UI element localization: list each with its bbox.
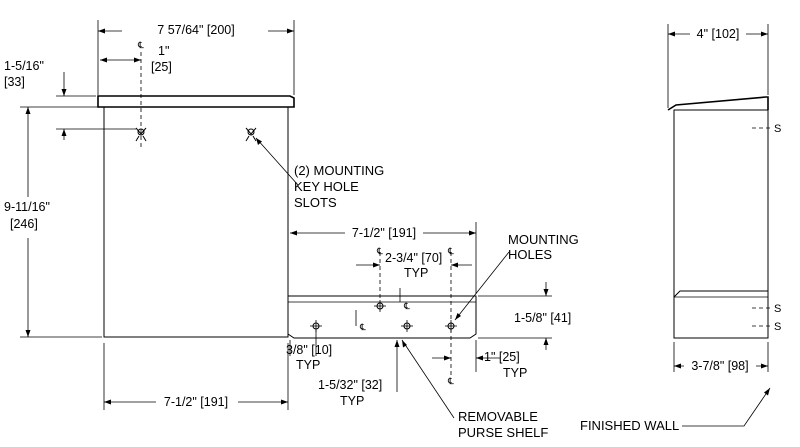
dim-hole-edge-left-typ: TYP: [296, 358, 320, 372]
front-lid: [97, 95, 295, 108]
dim-hole-vertical: [394, 340, 400, 392]
dim-hole-vertical-text: 1-5/32" [32]: [318, 378, 382, 392]
dim-hole-spacing-text: 2-3/4" [70]: [385, 251, 442, 265]
leader-key-slots: [255, 137, 299, 186]
callout-key-slots-1: (2) MOUNTING: [294, 163, 384, 178]
side-view: [667, 96, 769, 339]
dim-shelf-height-text: 1-5/8" [41]: [514, 311, 571, 325]
leader-mounting-holes: [454, 251, 510, 321]
dim-overall-width-text: 7 57/64" [200]: [157, 23, 234, 37]
dim-top-offset: [56, 72, 136, 140]
side-shelf-bend: [673, 290, 768, 298]
dim-centerline-offset: [100, 57, 141, 63]
dim-hole-edge-left-text: 3/8" [10]: [286, 343, 332, 357]
callout-key-slots-2: KEY HOLE: [294, 179, 359, 194]
front-view: [97, 95, 477, 339]
dim-shelf-width: [290, 222, 477, 294]
leader-finished-wall: [682, 387, 771, 427]
stud-label-1: S: [774, 123, 781, 135]
purse-shelf: [287, 295, 477, 339]
front-body: [103, 106, 289, 338]
key-hole-slot-right: [245, 127, 257, 142]
side-body: [673, 109, 769, 339]
side-lid: [667, 96, 769, 111]
dim-side-shelf-depth: [673, 342, 769, 374]
callout-key-slots-3: SLOTS: [294, 195, 337, 210]
callout-purse-shelf-2: PURSE SHELF: [458, 425, 548, 440]
centerline-symbol-hole-2: ℄: [447, 246, 454, 256]
dim-hole-edge-right: [432, 340, 500, 372]
dim-height: [20, 106, 102, 338]
dim-hole-edge-right-text: 1" [25]: [484, 350, 520, 364]
dim-hole-spacing-typ: TYP: [404, 266, 428, 280]
dim-side-depth-text: 4" [102]: [697, 27, 740, 41]
centerline-symbol-hole-1: ℄: [376, 246, 383, 256]
callout-purse-shelf-1: REMOVABLE: [458, 409, 538, 424]
dim-hole-edge-right-typ: TYP: [503, 366, 527, 380]
callout-finished-wall: FINISHED WALL: [580, 418, 679, 433]
stud-label-3: S: [774, 321, 781, 333]
callout-mounting-holes-2: HOLES: [508, 247, 552, 262]
dim-hole-vertical-typ: TYP: [340, 394, 364, 408]
dim-shelf-height: [478, 282, 552, 350]
dim-hole-edge-left: [289, 330, 317, 356]
mounting-hole-3: [401, 320, 413, 332]
dim-bottom-width: [103, 343, 289, 410]
dim-overall-width: [97, 20, 295, 95]
dim-hole-spacing: [356, 262, 472, 268]
dim-centerline-offset-mm: [25]: [151, 60, 172, 74]
dim-height-mm: [246]: [10, 217, 38, 231]
dim-height-text: 9-11/16": [4, 200, 50, 214]
centerline-symbol-keyslot: ℄: [137, 40, 144, 50]
callout-mounting-holes-1: MOUNTING: [508, 232, 579, 247]
dim-side-depth: [667, 24, 769, 108]
dim-top-offset-text: 1-5/16": [4, 59, 44, 73]
centerline-symbol-hole-5: ℄: [447, 376, 454, 386]
centerline-symbol-hole-3: ℄: [403, 301, 410, 311]
dim-side-shelf-depth-text: 3-7/8" [98]: [691, 359, 748, 373]
leader-purse-shelf: [401, 339, 455, 419]
dim-centerline-offset-text: 1": [158, 44, 169, 58]
dim-shelf-width-text: 7-1/2" [191]: [352, 226, 416, 240]
dim-bottom-width-text: 7-1/2" [191]: [164, 395, 228, 409]
dim-top-offset-mm: [33]: [4, 75, 25, 89]
centerline-symbol-hole-4: ℄: [359, 322, 366, 332]
mounting-hole-1: [374, 300, 386, 312]
stud-label-2: S: [774, 303, 781, 315]
